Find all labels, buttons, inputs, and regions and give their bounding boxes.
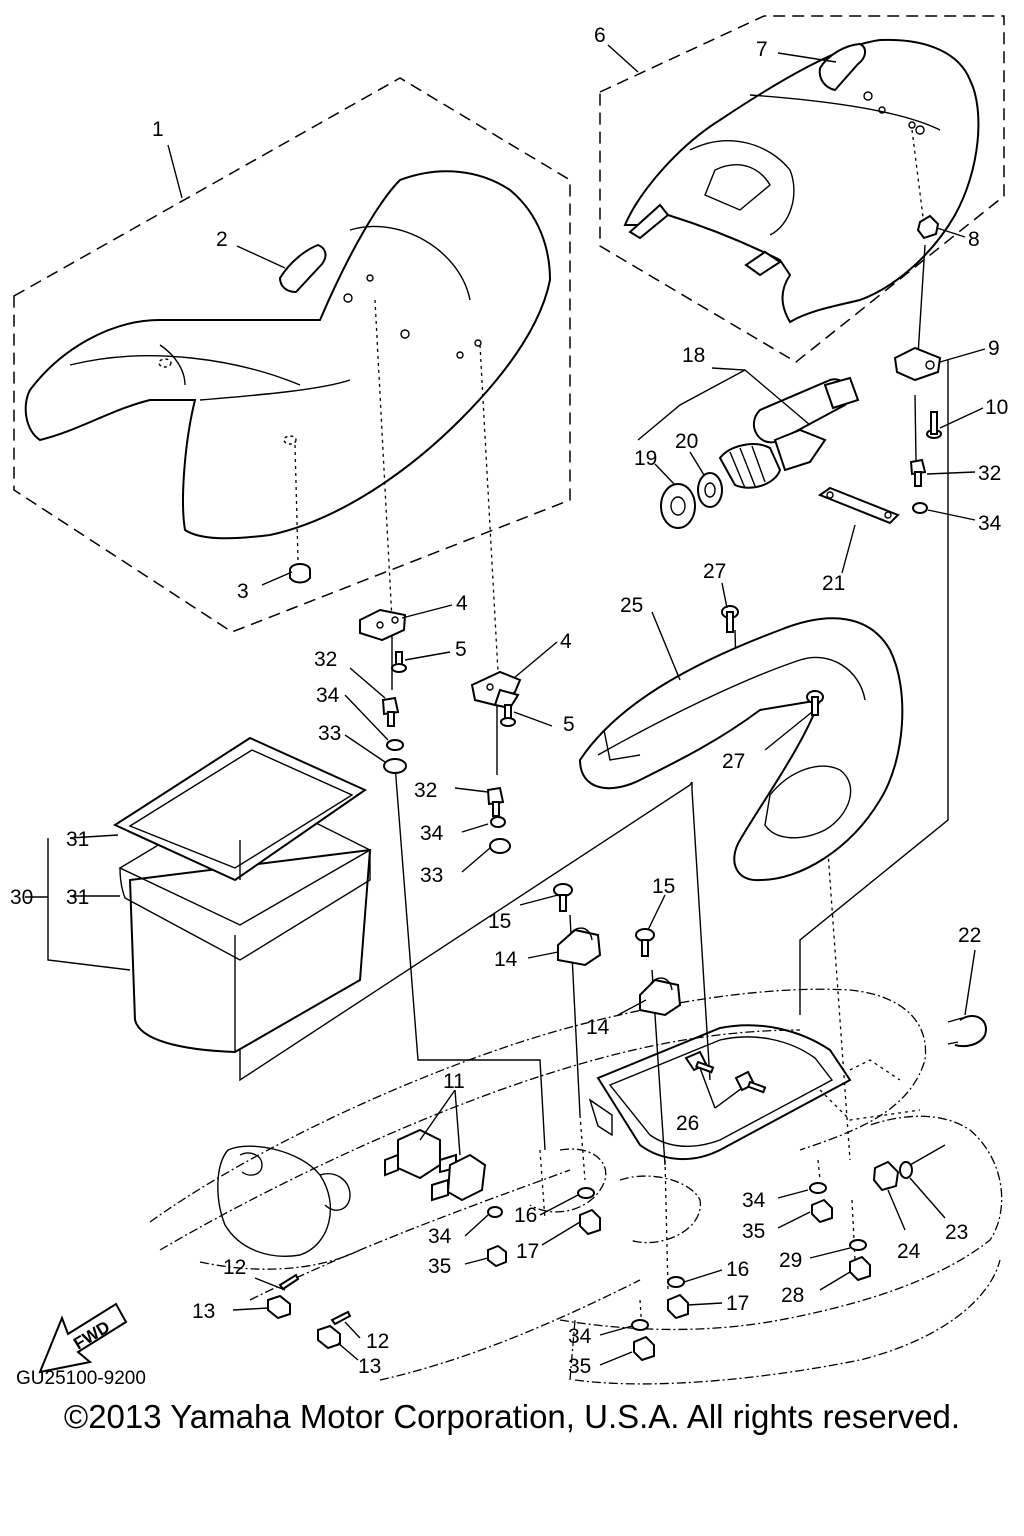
callout-14: 14	[586, 1016, 610, 1039]
callout-33: 33	[420, 864, 443, 887]
part-21-strap	[817, 486, 900, 525]
callout-9: 9	[988, 337, 1000, 360]
callout-2: 2	[216, 228, 228, 251]
callout-14: 14	[494, 948, 518, 971]
callout-32: 32	[978, 462, 1001, 485]
callout-5: 5	[563, 713, 575, 736]
callout-20: 20	[675, 430, 698, 453]
callout-15: 15	[488, 910, 511, 933]
callout-13: 13	[358, 1355, 381, 1378]
part-18-19-20-vent	[660, 376, 860, 529]
part-4-bracket-front	[359, 608, 407, 642]
callout-32: 32	[314, 648, 337, 671]
callout-8: 8	[968, 228, 980, 251]
callout-11: 11	[443, 1070, 465, 1093]
callout-22: 22	[958, 924, 981, 947]
callout-34: 34	[742, 1189, 766, 1212]
callout-23: 23	[945, 1221, 968, 1244]
callout-29: 29	[779, 1249, 802, 1272]
callout-labels: 1 2 3 4 4 5 5 6 7 8 9 10 11 12 12 13 13 …	[10, 24, 1008, 1378]
callout-6: 6	[594, 24, 606, 47]
callout-17: 17	[516, 1240, 539, 1263]
callout-34: 34	[428, 1225, 452, 1248]
callout-17: 17	[726, 1292, 749, 1315]
part-8-9-10-hardware	[893, 214, 942, 439]
callout-24: 24	[897, 1240, 921, 1263]
part-22-u-hook	[947, 1015, 987, 1048]
callout-34: 34	[420, 822, 444, 845]
part-30-storage-bin	[112, 736, 372, 1054]
callout-34: 34	[978, 512, 1002, 535]
callout-34: 34	[316, 684, 340, 707]
part-11-mounts	[384, 1128, 487, 1202]
callout-7: 7	[756, 38, 768, 61]
copyright-notice: ©2013 Yamaha Motor Corporation, U.S.A. A…	[63, 1398, 961, 1435]
callout-21: 21	[822, 572, 845, 595]
callout-leaders	[25, 44, 986, 1366]
callout-35: 35	[568, 1355, 591, 1378]
part-26-bolts	[684, 1050, 767, 1094]
part-12-studs	[278, 1273, 352, 1326]
part-32-hooks	[381, 458, 927, 817]
callout-30: 30	[10, 886, 33, 909]
front-seat-assembly	[13, 77, 571, 633]
hull-deck	[149, 988, 1003, 1385]
callout-5: 5	[455, 638, 467, 661]
callout-35: 35	[742, 1220, 765, 1243]
part-27-bolts	[721, 605, 824, 716]
part-14-15-brackets	[553, 883, 682, 1017]
callout-16: 16	[726, 1258, 749, 1281]
callout-12: 12	[223, 1256, 246, 1279]
callout-3: 3	[237, 580, 249, 603]
callout-16: 16	[514, 1204, 537, 1227]
callout-34: 34	[568, 1325, 592, 1348]
washers	[383, 502, 928, 1331]
callout-25: 25	[620, 594, 643, 617]
parts-diagram: FWD 1 2 3 4 4 5 5 6 7 8 9 10 11 12 12 13…	[10, 15, 1008, 1385]
part-3-stopper	[289, 563, 311, 584]
callout-18: 18	[682, 344, 705, 367]
forward-direction-arrow: FWD	[38, 1302, 128, 1374]
callout-27: 27	[703, 560, 726, 583]
diagram-code: GU25100-9200	[16, 1368, 146, 1389]
callout-27: 27	[722, 750, 745, 773]
callout-4: 4	[560, 630, 572, 653]
callout-13: 13	[192, 1300, 215, 1323]
callout-12: 12	[366, 1330, 389, 1353]
callout-31: 31	[66, 886, 89, 909]
callout-26: 26	[676, 1112, 699, 1135]
callout-15: 15	[652, 875, 675, 898]
nuts	[267, 1160, 900, 1362]
part-4-bracket-rear	[470, 670, 522, 710]
callout-35: 35	[428, 1255, 451, 1278]
rear-seat-assembly	[599, 15, 1005, 363]
callout-4: 4	[456, 592, 468, 615]
callout-19: 19	[634, 447, 657, 470]
callout-28: 28	[781, 1284, 804, 1307]
part-25-storage-liner	[578, 617, 904, 882]
part-5-bolts	[391, 651, 516, 727]
callout-1: 1	[152, 118, 164, 141]
callout-31: 31	[66, 828, 89, 851]
callout-10: 10	[985, 396, 1008, 419]
callout-33: 33	[318, 722, 341, 745]
callout-32: 32	[414, 779, 437, 802]
